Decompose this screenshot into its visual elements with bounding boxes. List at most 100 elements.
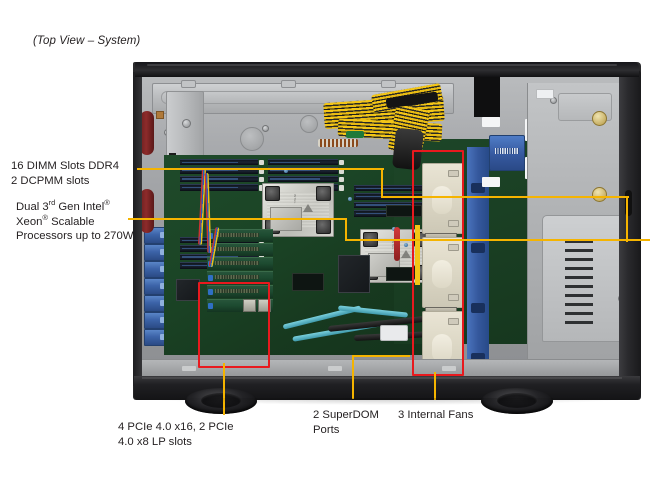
- capacitor: [404, 243, 408, 247]
- red-cable: [394, 227, 400, 261]
- bmc-chip: [176, 279, 200, 301]
- heatsink-arrow-icon: [401, 250, 411, 258]
- mobo-chip: [292, 273, 324, 291]
- pcie-bracket: [144, 295, 170, 312]
- annotation-dimm: 16 DIMM Slots DDR4 2 DCPMM slots: [11, 159, 119, 188]
- fan-hub: [432, 334, 452, 362]
- chassis-floor-lip: [142, 359, 619, 376]
- pcie-slot: [207, 257, 273, 270]
- dimm-slot: [180, 175, 264, 183]
- pcie-slot: [207, 243, 273, 256]
- bracket-notch: [160, 334, 167, 340]
- thumb-screw: [592, 111, 607, 126]
- internal-fan: [422, 237, 464, 308]
- pcie-fingers: [215, 247, 259, 251]
- rail-tab: [471, 183, 485, 193]
- cable-tie: [482, 117, 500, 127]
- mobo-chip: [386, 267, 414, 281]
- annotation-cpu-line3: Processors up to 270W: [16, 230, 134, 242]
- panel-line: [169, 153, 176, 155]
- drive-bay-cutout: [558, 93, 612, 121]
- chassis-foot: [185, 388, 257, 414]
- annotation-cpu-line1: Dual 3rd Gen Intel®: [16, 198, 110, 213]
- chassis-lid: [135, 62, 639, 77]
- leader-cpu-h2: [345, 239, 650, 242]
- floor-tab: [442, 366, 456, 371]
- pcie-slot: [207, 285, 273, 298]
- leader-dimm-v2: [626, 196, 629, 242]
- fan-clip: [448, 170, 459, 177]
- leader-cpu-h1: [128, 218, 347, 221]
- chassis-foot: [481, 388, 553, 414]
- leader-superdom-v: [352, 355, 355, 399]
- hdd-cage: [542, 215, 619, 342]
- pcie-fingers: [215, 275, 259, 279]
- foot-inner: [200, 393, 242, 409]
- connector-pins: [495, 148, 519, 154]
- side-panel-knob: [625, 190, 632, 216]
- annotation-dimm-line1: 16 DIMM Slots DDR4: [11, 160, 119, 172]
- superdom-port: [243, 299, 256, 312]
- dimm-bank-1: [180, 159, 264, 193]
- sata-connector-block: [338, 255, 370, 293]
- chassis-shadow: [150, 398, 630, 405]
- internal-fan-group: [415, 163, 464, 376]
- leader-dimm-h2: [381, 196, 629, 199]
- pcie-slot-group: [207, 229, 273, 312]
- dimm-slot: [268, 167, 344, 175]
- floor-tab: [328, 366, 342, 371]
- shadow-gap: [474, 77, 500, 117]
- shroud-tab: [281, 80, 296, 88]
- heatsink-bolt: [316, 219, 331, 234]
- pcie-slot: [207, 271, 273, 284]
- fan-power-cable: [415, 225, 420, 285]
- fan-clip: [448, 220, 459, 227]
- leader-dimm-h1: [137, 168, 384, 171]
- drive-cage-rail: [467, 147, 489, 376]
- cable-tie: [482, 177, 500, 187]
- leader-dimm-v: [381, 168, 384, 198]
- dimm-slot: [268, 175, 344, 183]
- annotation-dimm-line2: 2 DCPMM slots: [11, 174, 90, 187]
- dimm-slot: [180, 159, 264, 166]
- annotation-superdom-line2: Ports: [313, 423, 340, 436]
- dimm-slot: [180, 167, 264, 175]
- leader-fans-v: [434, 372, 437, 400]
- drive-bay-panel: [527, 83, 619, 376]
- chassis-left-edge: [133, 72, 142, 386]
- fan-clip: [448, 294, 459, 301]
- thumb-screw: [592, 187, 607, 202]
- pcie-latch: [208, 274, 213, 281]
- pcie-fingers: [215, 233, 259, 237]
- internal-fan: [422, 163, 464, 234]
- chassis-interior: INTEL INTEL: [142, 77, 619, 376]
- fan-hub: [432, 260, 452, 288]
- server-chassis-photo: INTEL INTEL: [133, 62, 641, 414]
- bracket-notch: [160, 300, 167, 306]
- cable-connector: [318, 139, 358, 147]
- annotation-pcie: 4 PCIe 4.0 x16, 2 PCIe 4.0 x8 LP slots: [118, 420, 234, 449]
- foot-inner: [496, 393, 538, 409]
- chassis-screw: [262, 125, 269, 132]
- page-title: (Top View – System): [33, 35, 141, 47]
- capacitor: [348, 197, 352, 201]
- heatsink-label: INTEL: [293, 194, 297, 204]
- rail-tab: [471, 353, 485, 363]
- dimm-slot: [268, 159, 344, 166]
- fan-clip: [448, 318, 459, 325]
- capacitor: [284, 169, 288, 173]
- annotation-superdom: 2 SuperDOM Ports: [313, 408, 379, 437]
- cable-connector: [380, 325, 408, 341]
- pcie-latch: [208, 288, 213, 295]
- rail-tab: [471, 303, 485, 313]
- shroud-tab: [181, 80, 196, 88]
- annotation-pcie-line2: 4.0 x8 LP slots: [118, 435, 192, 448]
- annotation-cpu: Dual 3rd Gen Intel® Xeon® Scalable Proce…: [16, 198, 134, 244]
- copper-standoff: [156, 111, 164, 119]
- floor-tab: [182, 366, 196, 371]
- pcie-fingers: [215, 289, 259, 293]
- pcie-latch: [208, 302, 213, 309]
- heatsink-bolt: [316, 186, 331, 201]
- fan-clip: [448, 244, 459, 251]
- annotation-pcie-line1: 4 PCIe 4.0 x16, 2 PCIe: [118, 421, 234, 433]
